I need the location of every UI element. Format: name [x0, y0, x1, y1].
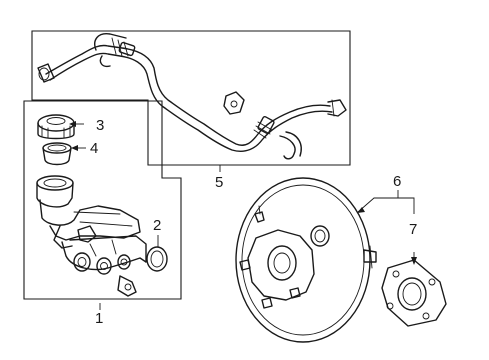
callout-4: 4	[90, 140, 98, 157]
callout-7: 7	[409, 221, 417, 238]
reservoir-strainer	[42, 142, 72, 166]
o-ring-seal	[146, 246, 168, 272]
brake-booster	[235, 177, 377, 343]
callout-3: 3	[96, 117, 104, 134]
callout-1: 1	[95, 310, 103, 327]
vacuum-hose-group-box	[31, 30, 351, 166]
booster-gasket	[381, 259, 447, 327]
callout-5: 5	[215, 174, 223, 191]
master-cylinder	[36, 175, 147, 297]
callout-6: 6	[393, 173, 401, 190]
leader-lines	[69, 121, 417, 310]
callout-2: 2	[153, 217, 161, 234]
reservoir-cap	[37, 114, 75, 140]
master-cylinder-group-box	[23, 100, 182, 300]
vacuum-hose-assembly	[37, 33, 347, 160]
